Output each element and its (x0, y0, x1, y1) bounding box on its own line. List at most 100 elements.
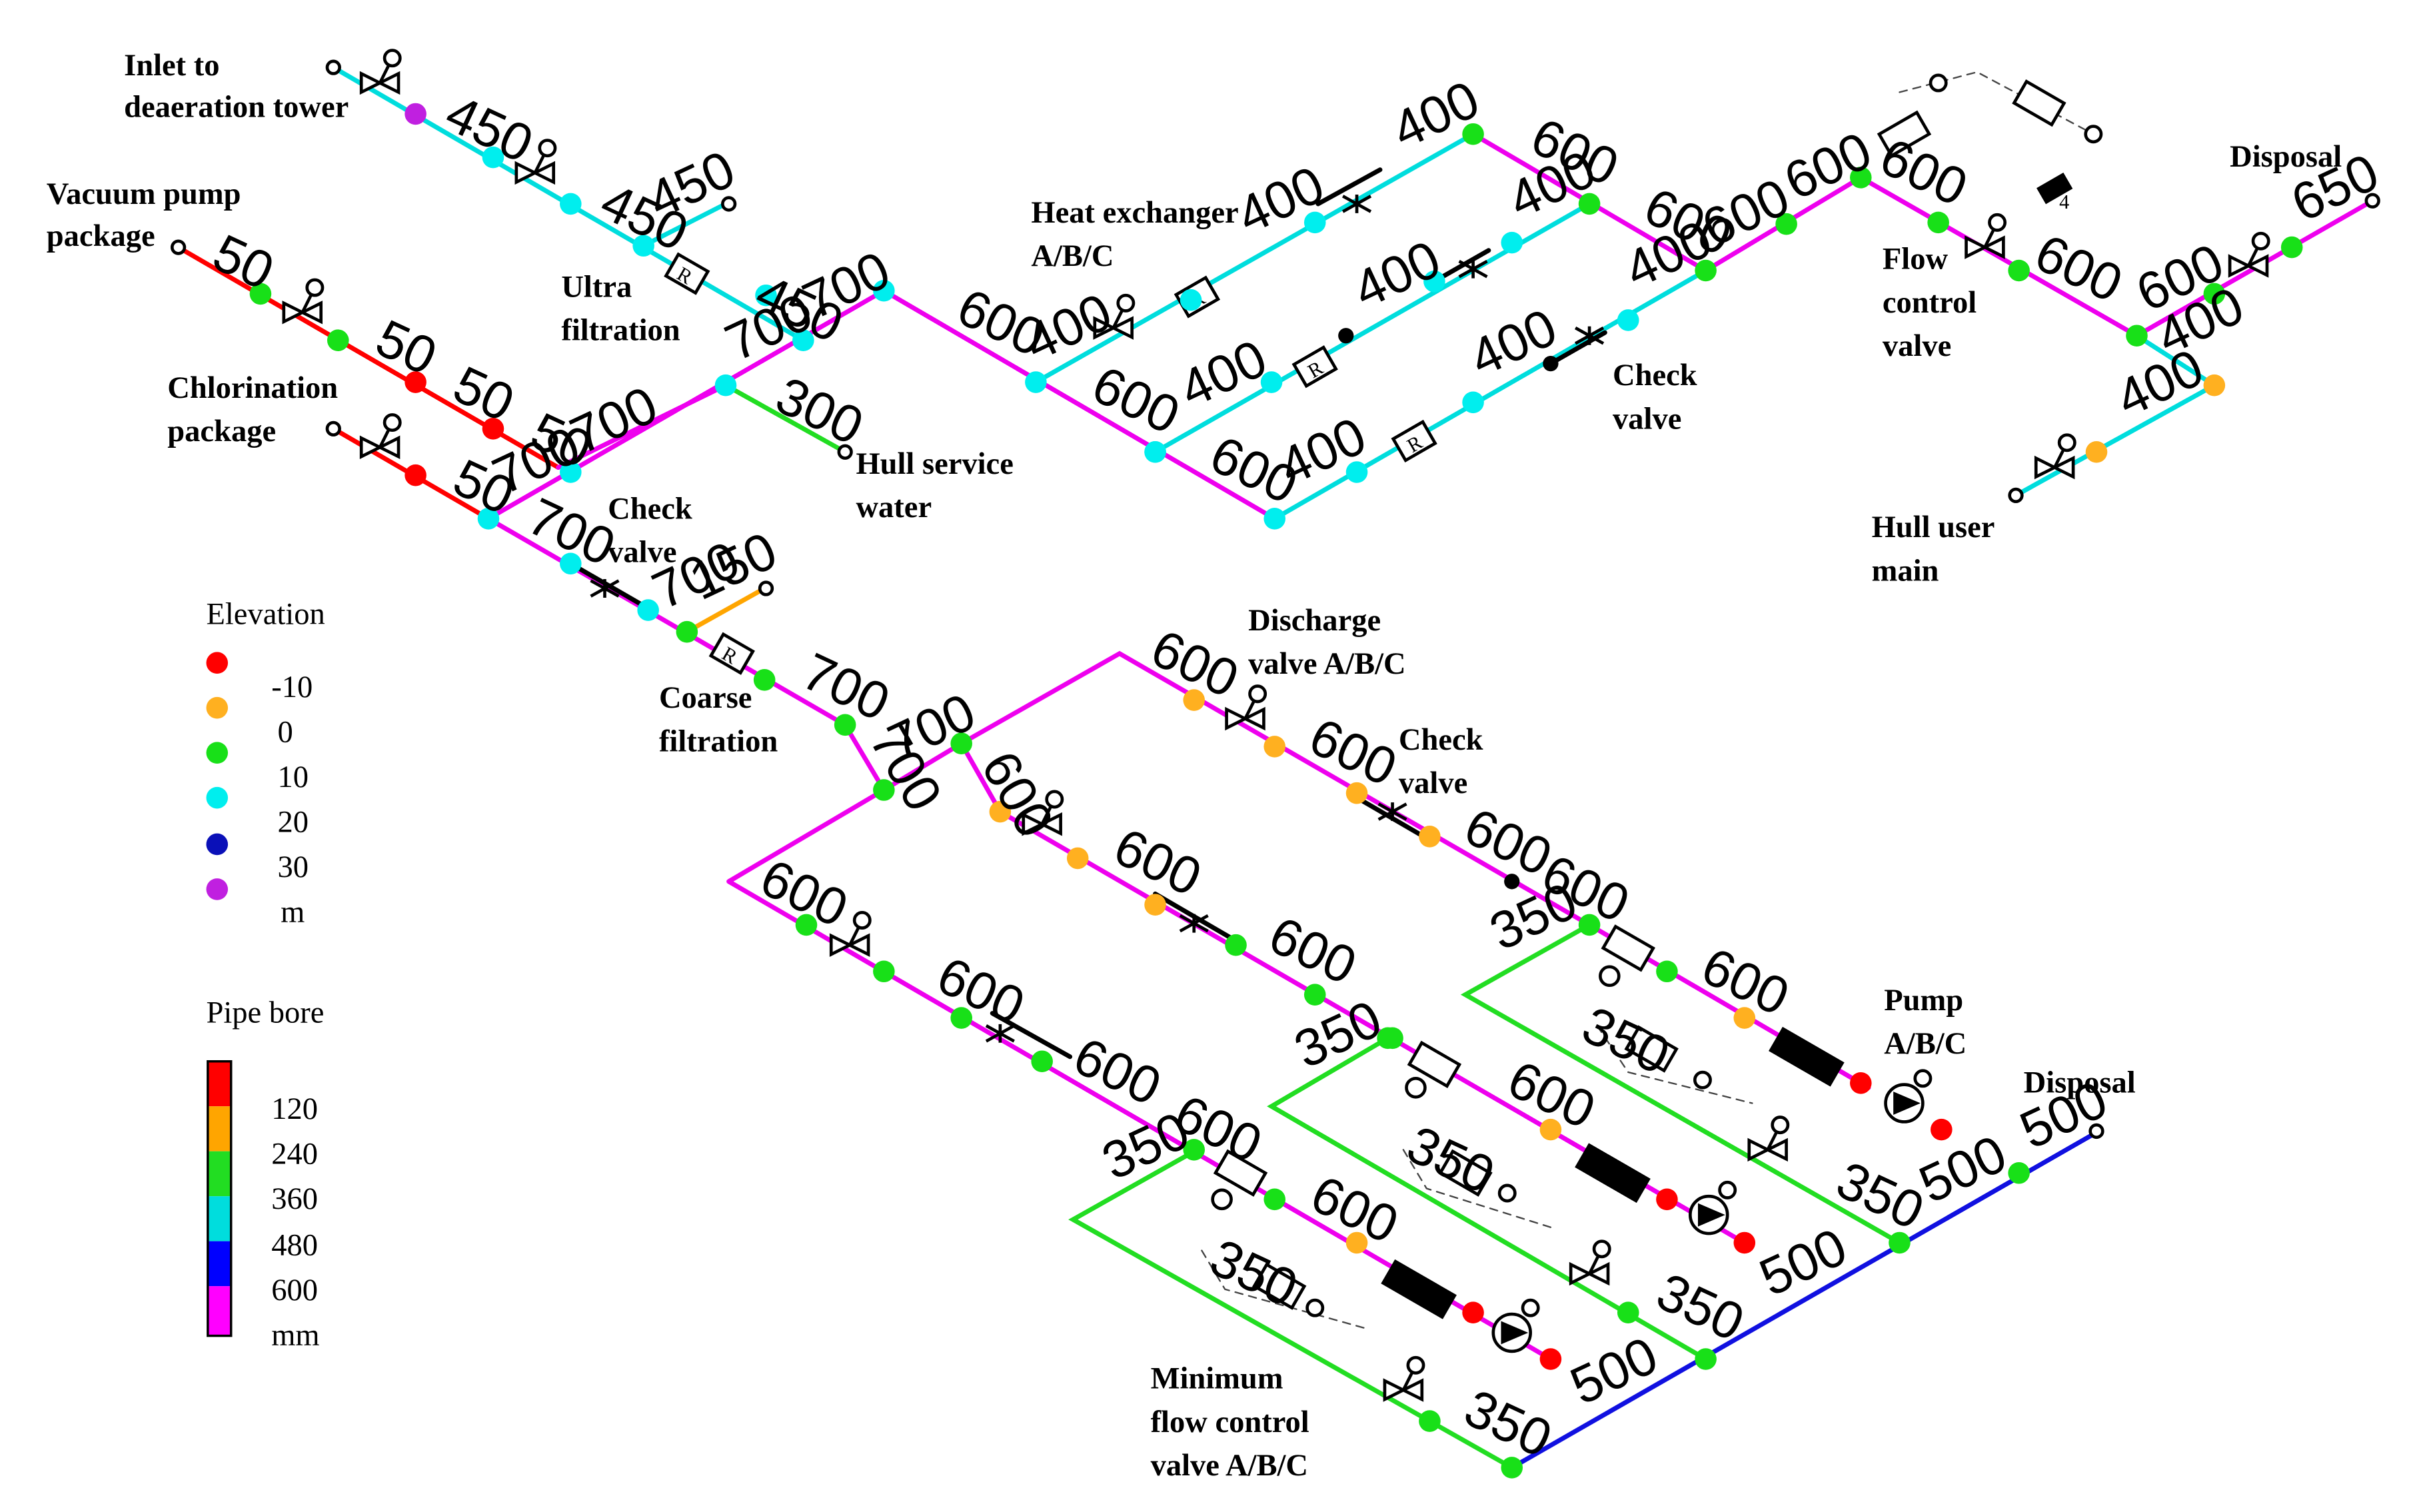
control-valve-icon (282, 278, 325, 325)
bore-label: 600 (1775, 120, 1880, 211)
control-valve-icon (2228, 231, 2270, 278)
bore-label: 600 (1261, 905, 1365, 996)
check-valve-icon (1179, 914, 1209, 933)
flow-control-box-icon (2012, 79, 2066, 127)
label-check2-1: Check (1613, 359, 1697, 392)
pipe-hx-c (1272, 268, 1709, 521)
bore-label: 600 (1106, 816, 1210, 907)
label-chlor-2: package (167, 414, 276, 448)
instrument-icon (2036, 172, 2073, 205)
label-inlet-2: deaeration tower (124, 91, 349, 125)
flow-control-box-icon (1407, 1040, 1462, 1088)
control-valve-icon (1569, 1239, 1611, 1286)
filter-icon: R (664, 252, 710, 295)
label-minflow-2: flow control (1151, 1405, 1309, 1439)
flow-control-box-icon (1438, 1149, 1493, 1197)
endpoint-icon (325, 59, 341, 75)
bore-label: 400 (1171, 328, 1275, 418)
bore-label: 600 (1301, 706, 1405, 797)
node-30m (404, 103, 426, 125)
label-discharge-1: Discharge (1248, 604, 1381, 638)
flow-control-box-icon (1624, 1025, 1679, 1073)
node-group-red (404, 371, 1953, 1370)
endpoint-icon (837, 444, 853, 460)
bore-label: 400 (1383, 69, 1487, 159)
svg-text:10: 10 (278, 760, 309, 794)
label-hx-1: Heat exchanger (1031, 196, 1238, 230)
bore-label: 600 (929, 945, 1034, 1036)
pump-icon (1884, 1069, 1933, 1124)
bore-label: 600 (2026, 223, 2131, 313)
label-check3-1: Check (1399, 723, 1483, 757)
control-valve-icon (1022, 790, 1064, 836)
label-flow-2: control (1883, 286, 1977, 320)
label-coarse-2: filtration (659, 724, 778, 758)
small-circle-icon (1405, 1077, 1427, 1099)
bore-label: 500 (1561, 1325, 1666, 1415)
label-inlet-1: Inlet to (124, 49, 219, 83)
label-pump-2: A/B/C (1884, 1027, 1967, 1061)
pipe-hx-a (1033, 131, 1476, 385)
endpoint-icon (325, 420, 341, 436)
svg-text:30: 30 (278, 850, 309, 884)
svg-text:20: 20 (278, 805, 309, 839)
check-valve-icon (1575, 326, 1605, 345)
label-disposal-bottom: Disposal (2024, 1066, 2136, 1100)
pipe-disposal-bottom (1509, 1132, 2096, 1470)
label-ultra-2: filtration (561, 314, 680, 348)
bore-label: 450 (437, 83, 542, 173)
flow-control-box-icon (1601, 924, 1655, 972)
pipe-minflow-c (1068, 1147, 1515, 1470)
control-valve-icon (359, 49, 402, 95)
elevation-legend: Elevation -10 0 10 20 30 m (206, 598, 325, 929)
label-hx-2: A/B/C (1031, 239, 1114, 273)
label-check1-1: Check (608, 492, 692, 526)
endpoint-icon (758, 580, 774, 596)
label-flow-3: valve (1883, 329, 1951, 363)
small-circle-icon (1305, 1298, 1325, 1317)
label-hull-service-1: Hull service (856, 447, 1013, 481)
bore-label: 600 (1143, 618, 1247, 708)
label-pump-1: Pump (1884, 984, 1963, 1018)
bore-legend-title: Pipe bore (206, 996, 324, 1030)
filter-icon: R (708, 632, 755, 675)
svg-text:0: 0 (278, 715, 293, 749)
pipe-minflow-b (1267, 1036, 1709, 1361)
bore-label: 350 (1574, 995, 1679, 1086)
small-circle-icon (1211, 1188, 1233, 1211)
svg-text:-10: -10 (271, 670, 313, 704)
equipment: R R R R R 4 (170, 49, 2380, 1402)
endpoint-icon (170, 239, 187, 255)
small-circle-icon (1929, 73, 1948, 93)
equipment-labels: Inlet to deaeration tower Vacuum pump pa… (47, 49, 2342, 1483)
label-hull-user-1: Hull user (1872, 510, 1995, 544)
bore-label: 50 (445, 355, 523, 433)
svg-text:360: 360 (271, 1182, 318, 1216)
check-valve-icon (1458, 259, 1488, 279)
flow-control-box-icon (1877, 110, 1932, 158)
pump-icon (1689, 1180, 1737, 1235)
svg-text:4: 4 (2059, 191, 2069, 213)
label-minflow-1: Minimum (1151, 1362, 1283, 1396)
label-hull-user-2: main (1872, 554, 1939, 588)
bore-label: 350 (1285, 988, 1390, 1079)
control-valve-icon (1965, 213, 2007, 259)
elevation-legend-title: Elevation (206, 598, 325, 632)
bore-label: 50 (205, 223, 283, 301)
label-vacuum-1: Vacuum pump (47, 177, 241, 211)
label-check3-2: valve (1399, 766, 1467, 800)
node-group-orange (989, 374, 2226, 1254)
label-vacuum-2: package (47, 219, 155, 253)
nodes (249, 103, 2303, 1479)
node-group-cyan (477, 146, 1639, 621)
small-circle-icon (1693, 1070, 1712, 1090)
motor-icon (1575, 1143, 1651, 1203)
check-valve-icon (1377, 802, 1407, 822)
control-valve-icon (1225, 684, 1267, 731)
pipe-minflow-a (1460, 922, 1902, 1245)
control-valve-icon (1383, 1355, 1425, 1402)
control-valve-icon (514, 139, 557, 185)
label-check2-2: valve (1613, 402, 1681, 436)
